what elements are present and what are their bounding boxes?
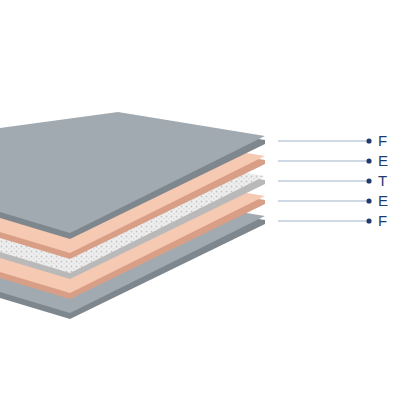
layer-label: T — [378, 172, 387, 190]
layer-label: E — [378, 192, 388, 210]
layer-label: F — [378, 132, 387, 150]
layer-label: E — [378, 152, 388, 170]
leader-lines — [278, 138, 372, 223]
layer-label: F — [378, 212, 387, 230]
top-sheet — [0, 112, 265, 239]
